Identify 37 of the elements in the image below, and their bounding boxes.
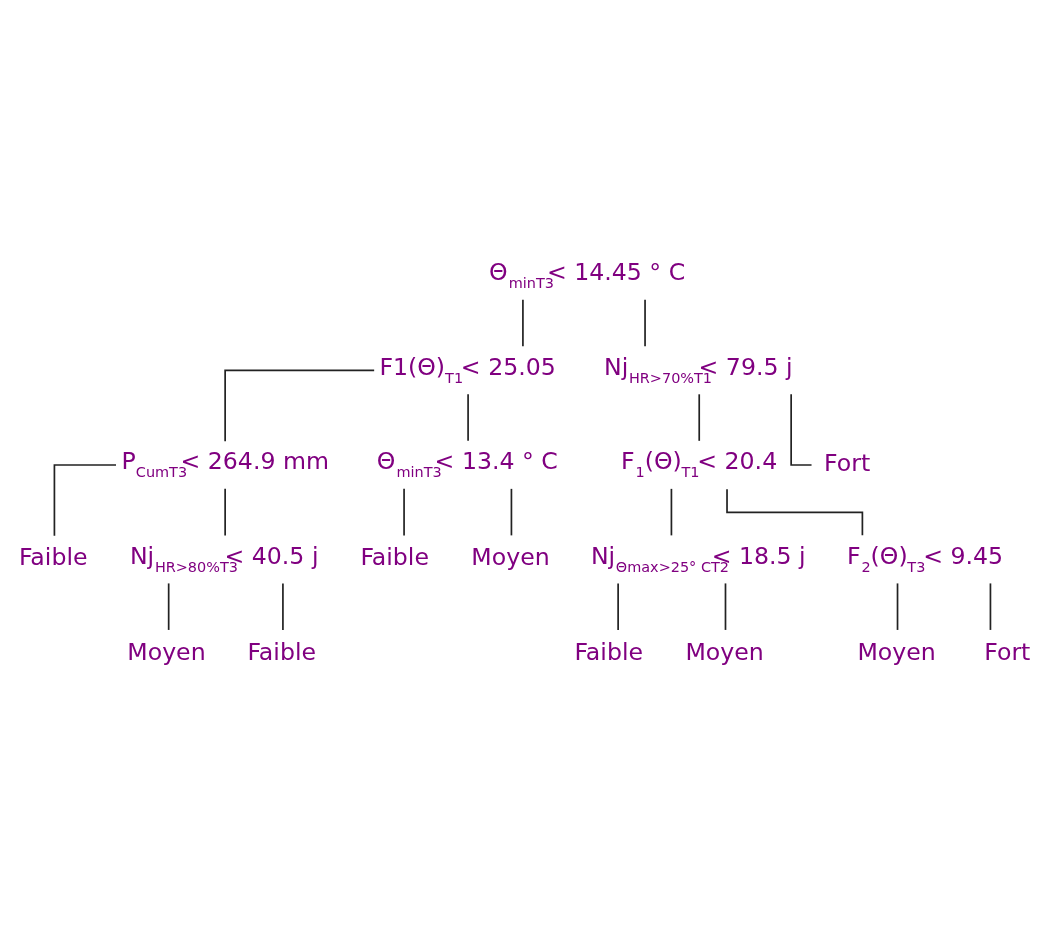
- connector: [724, 582, 727, 631]
- node-text: Nj$_{HR>70%T1}$< 79.5 j: [604, 352, 793, 386]
- node-text: Moyen: [685, 637, 764, 666]
- node-text: Faible: [574, 637, 644, 666]
- node-text: Moyen: [127, 637, 206, 666]
- node-text: Faible: [18, 542, 88, 571]
- node-text: F1(Θ)$_{T1}$< 25.05: [379, 352, 556, 386]
- node-text: Fort: [984, 637, 1031, 666]
- node-text: Fort: [823, 448, 871, 477]
- node-text: Θ$_{minT3}$< 13.4 ° C: [376, 446, 558, 480]
- node-text: Moyen: [471, 542, 550, 571]
- node-text: P$_{CumT3}$< 264.9 mm: [121, 446, 329, 480]
- node-text: Θ$_{minT3}$< 14.45 ° C: [489, 257, 686, 291]
- node-text: Faible: [360, 542, 429, 571]
- connector: [698, 392, 701, 442]
- connector: [670, 487, 673, 536]
- connector: [53, 463, 117, 537]
- connector: [167, 582, 170, 631]
- connector: [224, 369, 375, 442]
- connector: [617, 582, 619, 631]
- connector: [790, 392, 813, 466]
- node-text: Moyen: [857, 637, 936, 666]
- connector: [726, 487, 864, 536]
- connector: [282, 582, 284, 631]
- node-text: Nj$_{Θmax>25° CT2}$< 18.5 j: [590, 541, 806, 575]
- node-text: F$_{2}$(Θ)$_{T3}$< 9.45: [846, 541, 1004, 575]
- connector: [522, 298, 524, 347]
- connector: [644, 298, 646, 347]
- connector: [989, 582, 992, 631]
- connector: [467, 392, 469, 442]
- node-text: F$_{1}$(Θ)$_{T1}$< 20.4: [621, 446, 778, 480]
- connector: [403, 487, 405, 536]
- node-text: Nj$_{HR>80%T3}$< 40.5 j: [129, 541, 319, 575]
- connector: [224, 487, 226, 536]
- connector: [896, 582, 899, 631]
- node-text: Faible: [247, 637, 317, 666]
- connector: [510, 487, 513, 536]
